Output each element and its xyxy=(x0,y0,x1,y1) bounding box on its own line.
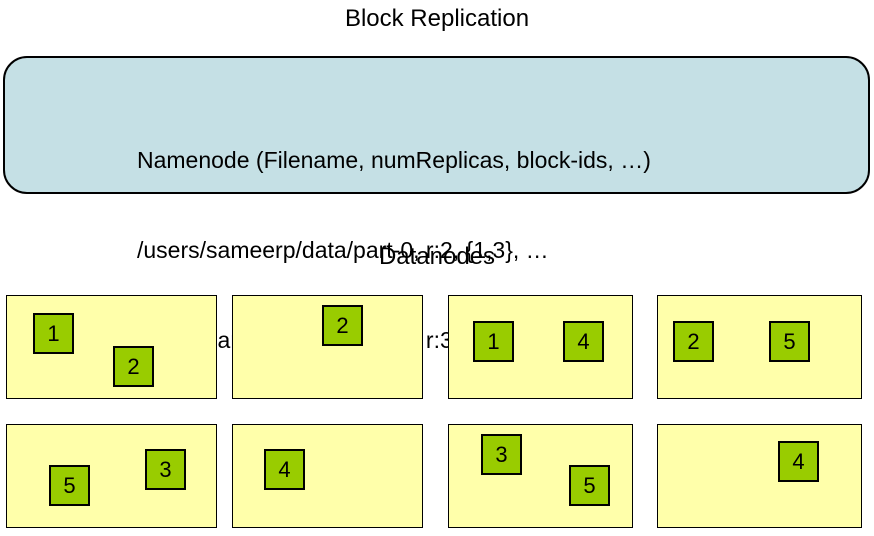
namenode-file-entry-part0: /users/sameerp/data/part-0, r:2, {1,3}, … xyxy=(137,237,549,263)
datanode-3-block-1: 1 xyxy=(473,321,514,362)
datanode-4-block-5: 5 xyxy=(769,321,810,362)
namenode-box: Namenode (Filename, numReplicas, block-i… xyxy=(3,56,870,353)
datanode-1-block-1: 1 xyxy=(33,313,74,354)
datanode-3-block-4: 4 xyxy=(563,321,604,362)
diagram-title: Block Replication xyxy=(344,5,530,32)
datanode-8-block-4: 4 xyxy=(778,441,819,482)
datanode-7-block-5: 5 xyxy=(569,465,610,506)
namenode-header-line: Namenode (Filename, numReplicas, block-i… xyxy=(137,147,651,173)
datanodes-label: Datanodes xyxy=(378,243,496,270)
datanode-2-block-2: 2 xyxy=(322,305,363,346)
datanode-8: 4 xyxy=(657,424,862,528)
datanode-6-block-4: 4 xyxy=(264,449,305,490)
datanode-1-block-2: 2 xyxy=(113,346,154,387)
datanode-5-block-3: 3 xyxy=(145,449,186,490)
datanode-2: 2 xyxy=(232,295,423,399)
datanode-6: 4 xyxy=(232,424,423,528)
datanode-7-block-3: 3 xyxy=(481,434,522,475)
datanode-4-block-2: 2 xyxy=(673,321,714,362)
datanode-5-block-5: 5 xyxy=(49,465,90,506)
